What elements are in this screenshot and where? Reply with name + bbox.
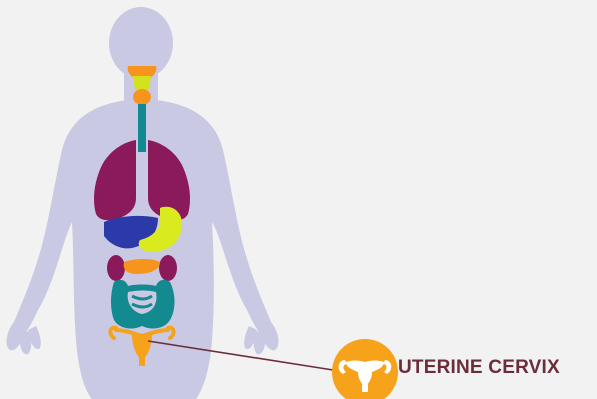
left-kidney-organ <box>107 255 125 281</box>
pharynx-organ <box>133 89 151 105</box>
callout-label: UTERINE CERVIX <box>398 357 560 379</box>
cervix-organ <box>139 356 145 366</box>
trachea-organ <box>138 104 146 152</box>
right-kidney-organ <box>159 255 177 281</box>
larynx-organ <box>133 76 151 90</box>
